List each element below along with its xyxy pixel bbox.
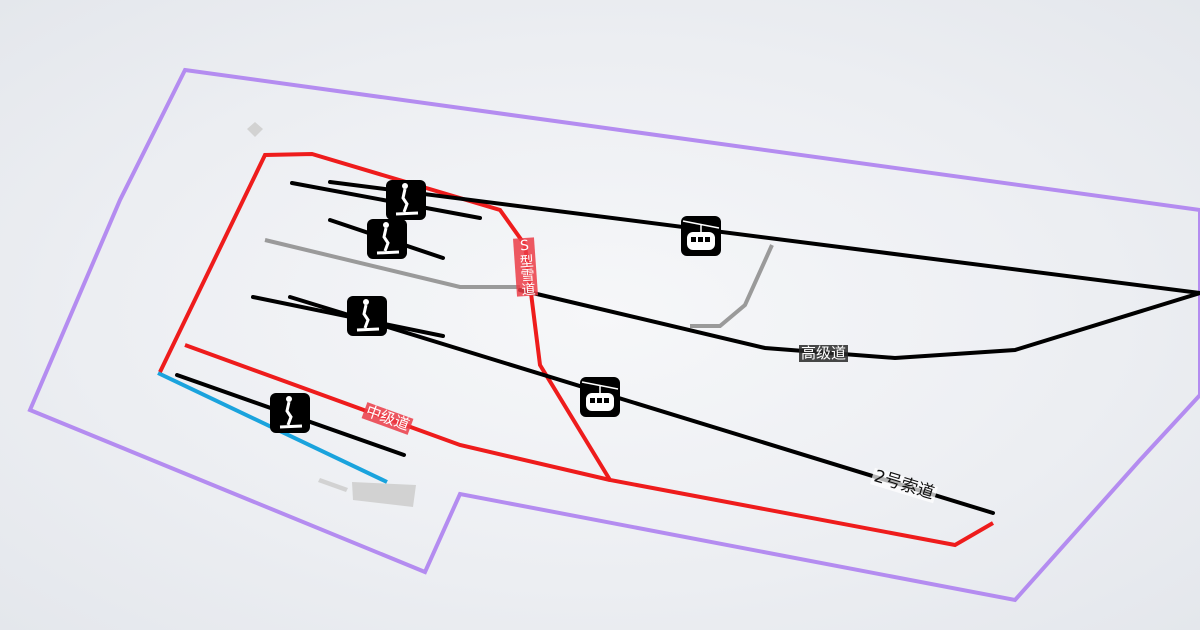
- skier-icon[interactable]: [367, 219, 407, 259]
- ski-area-boundary: [27, 67, 1200, 603]
- grey-path-branch: [690, 244, 774, 328]
- skier-icon[interactable]: [270, 393, 310, 433]
- building: [247, 122, 263, 137]
- lift-1: [328, 180, 1200, 295]
- advanced-run-label[interactable]: 高级道: [799, 344, 849, 362]
- intermediate-run: [184, 343, 611, 482]
- s-run-label[interactable]: S型雪道: [513, 237, 538, 297]
- skier-icon[interactable]: [386, 180, 426, 220]
- skier-icon[interactable]: [347, 296, 387, 336]
- building: [352, 482, 416, 507]
- gondola-icon[interactable]: [580, 377, 620, 417]
- building: [318, 478, 348, 492]
- advanced-run: [518, 288, 1200, 361]
- gondola-icon[interactable]: [681, 216, 721, 256]
- grey-path: [264, 238, 520, 289]
